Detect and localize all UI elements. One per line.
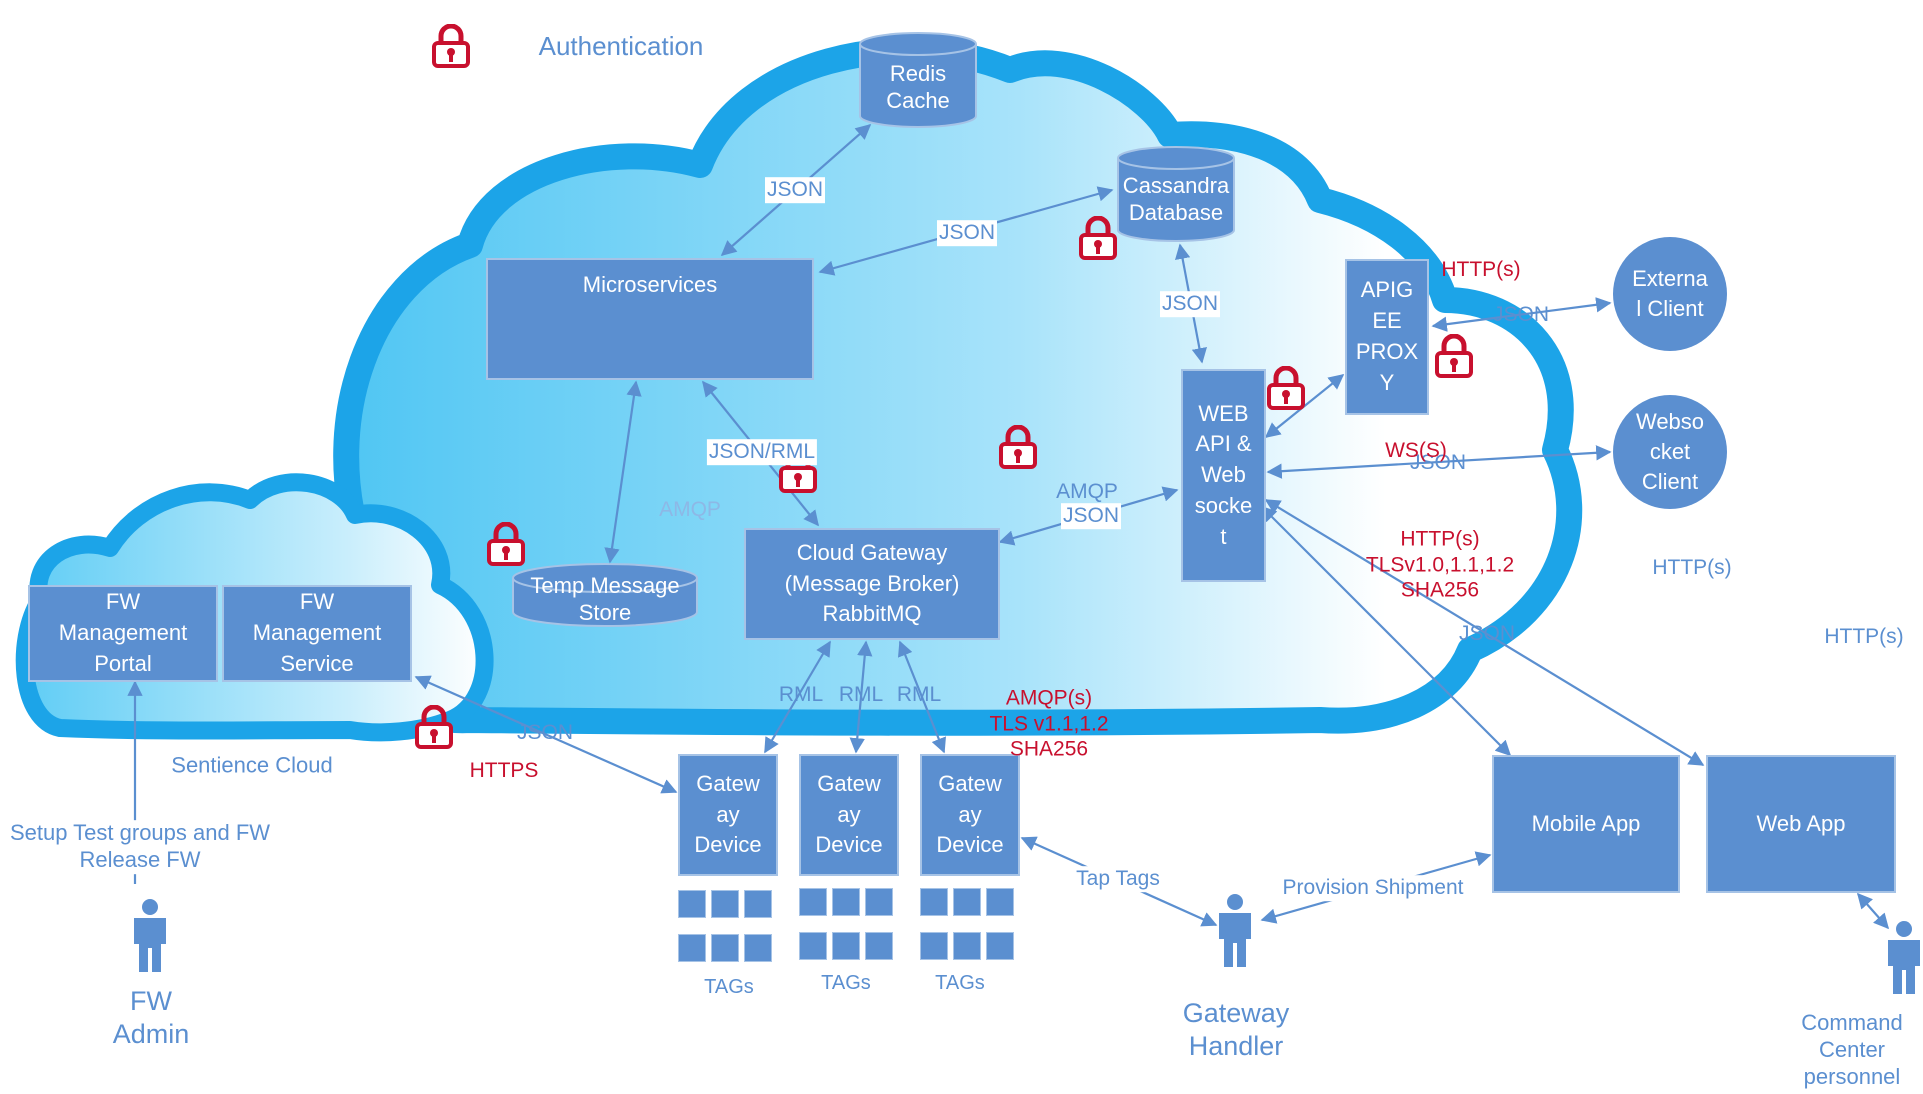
tags-3-label: TAGs [935, 971, 985, 994]
tags-2-label: TAGs [821, 971, 871, 994]
gateway-device-2-label: Gatew ay Device [815, 770, 883, 858]
redis-cache-cylinder [859, 32, 977, 128]
websocket-client-label: Webso cket Client [1635, 409, 1705, 494]
json-fw-label: JSON [516, 721, 574, 745]
web-app-label: Web App [1756, 810, 1846, 836]
gateway-device-2-box: Gatew ay Device [799, 754, 899, 876]
padlock-icon [434, 26, 468, 66]
tag-cell [678, 934, 706, 962]
json-websocket-label: JSON [1409, 451, 1467, 475]
gateway-device-1-box: Gatew ay Device [678, 754, 778, 876]
tag-cell [711, 890, 739, 918]
tag-cell [986, 888, 1014, 916]
gateway-device-3-box: Gatew ay Device [920, 754, 1020, 876]
fw-admin-person-icon [134, 899, 166, 972]
json-external-label: JSON [1492, 303, 1550, 327]
temp-message-store-cylinder [512, 563, 698, 627]
cloud-gateway-box: Cloud Gateway (Message Broker) RabbitMQ [744, 528, 1000, 640]
tag-cell [744, 890, 772, 918]
tag-cell [832, 932, 860, 960]
tag-cell [865, 932, 893, 960]
external-client-circle: Externa l Client [1613, 237, 1727, 351]
tag-cell [799, 932, 827, 960]
cloud-gateway-label: Cloud Gateway (Message Broker) RabbitMQ [784, 539, 960, 627]
edge-gateway-device3 [897, 640, 947, 754]
web-app-box: Web App [1706, 755, 1896, 893]
json-db-webapi-label: JSON [1159, 291, 1221, 317]
edge-microservices-temp [604, 380, 642, 564]
external-client-label: Externa l Client [1632, 266, 1708, 321]
authentication-label: Authentication [538, 31, 704, 62]
fw-management-service-box: FW Management Service [222, 585, 412, 682]
fw-management-portal-label: FW Management Portal [58, 589, 188, 676]
tag-cell [678, 890, 706, 918]
json-rml-label: JSON/RML [706, 439, 818, 465]
amqp-left-label: AMQP [659, 498, 721, 522]
tag-cell [744, 934, 772, 962]
edge-fwservice-device [414, 675, 678, 794]
cassandra-database-cylinder [1117, 146, 1235, 242]
microservices-label: Microservices [582, 272, 718, 297]
gateway-device-1-label: Gatew ay Device [694, 770, 762, 858]
tag-cell [986, 932, 1014, 960]
json-redis-label: JSON [764, 177, 826, 203]
edge-webapi-websocket [1266, 445, 1612, 479]
gateway-device-3-label: Gatew ay Device [936, 770, 1004, 858]
tags-1-label: TAGs [704, 975, 754, 998]
setup-text-label: Setup Test groups and FW Release FW [7, 820, 273, 874]
command-center-person-icon [1888, 921, 1920, 994]
ws-s-label: WS(S) [1385, 439, 1447, 463]
microservices-box: Microservices [486, 258, 814, 380]
tag-cell [953, 932, 981, 960]
mobile-app-label: Mobile App [1531, 810, 1641, 836]
tag-cell [920, 932, 948, 960]
edge-gateway-device1 [764, 640, 831, 754]
edge-gateway-device2 [849, 640, 873, 754]
http-s-apigee-label: HTTP(s) [1441, 258, 1521, 282]
sentience-cloud-label: Sentience Cloud [171, 752, 333, 778]
tag-cell [711, 934, 739, 962]
fw-admin-label: FW Admin [112, 986, 190, 1049]
amqp-right-label: AMQP [1056, 480, 1118, 504]
edge-apigee-external [1431, 297, 1612, 332]
fw-management-portal-box: FW Management Portal [28, 585, 218, 682]
gateway-handler-person-icon [1219, 894, 1251, 967]
web-api-label: WEB API & Web socke t [1194, 400, 1253, 549]
tag-cell [799, 888, 827, 916]
tag-cell [832, 888, 860, 916]
rml-3-label: RML [896, 683, 942, 707]
command-center-label: Command Center personnel [1801, 1009, 1903, 1089]
http-s-right2-label: HTTP(s) [1824, 625, 1904, 649]
https-label: HTTPS [469, 759, 539, 783]
json-webapp-label: JSON [1458, 622, 1516, 646]
tag-cell [920, 888, 948, 916]
cassandra-database-label: Cassandra Database [1122, 173, 1230, 225]
tag-cell [953, 888, 981, 916]
tag-cell [865, 888, 893, 916]
web-api-box: WEB API & Web socke t [1181, 369, 1266, 582]
provision-shipment-label: Provision Shipment [1280, 875, 1466, 901]
apigee-proxy-label: APIG EE PROX Y [1355, 277, 1419, 395]
http-tls-label: HTTP(s) TLSv1.0,1.1,1.2 SHA256 [1365, 527, 1515, 602]
apigee-proxy-box: APIG EE PROX Y [1345, 259, 1429, 415]
rml-1-label: RML [778, 683, 824, 707]
edge-webapp-command [1856, 892, 1890, 930]
redis-cache-label: Redis Cache [886, 61, 950, 113]
amqp-tls-label: AMQP(s) TLS v1.1,1.2 SHA256 [989, 686, 1109, 761]
http-s-right1-label: HTTP(s) [1652, 556, 1732, 580]
gateway-handler-label: Gateway Handler [1182, 998, 1290, 1061]
json-gw-webapi-label: JSON [1060, 503, 1122, 529]
edge-webapi-webapp [1264, 499, 1705, 766]
temp-message-store-label: Temp Message Store [530, 573, 680, 625]
rml-2-label: RML [838, 683, 884, 707]
websocket-client-circle: Webso cket Client [1613, 395, 1727, 509]
json-cassandra-label: JSON [936, 220, 998, 246]
mobile-app-box: Mobile App [1492, 755, 1680, 893]
tap-tags-label: Tap Tags [1074, 866, 1162, 892]
fw-management-service-label: FW Management Service [252, 589, 382, 676]
